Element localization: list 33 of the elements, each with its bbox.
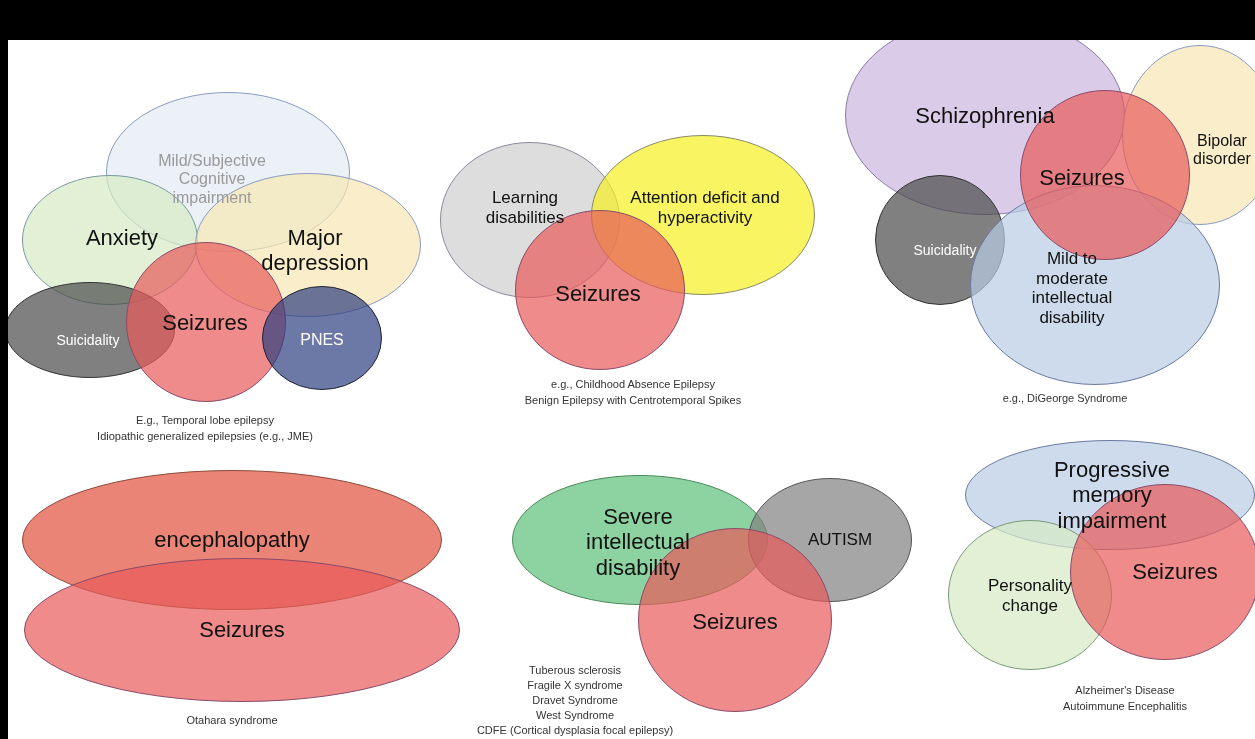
- caption-text: West Syndrome: [535, 709, 615, 721]
- set-label: Progressive memory impairment: [1052, 457, 1172, 533]
- set-label: Seizures: [161, 310, 249, 336]
- set-label: Seizures: [1131, 559, 1219, 585]
- caption-text: e.g., Childhood Absence Epilepsy: [551, 378, 715, 390]
- set-label: Seizures: [554, 281, 642, 307]
- set-label: Seizures: [1038, 165, 1126, 191]
- set-label: Suicidality: [912, 241, 978, 259]
- caption-text: Alzheimer's Disease: [1075, 684, 1175, 696]
- set-label: Seizures: [691, 609, 779, 635]
- caption-text: Tuberous sclerosis: [529, 664, 621, 676]
- caption-text: Otahara syndrome: [186, 714, 278, 726]
- set-label: Attention deficit and hyperactivity: [630, 188, 780, 228]
- caption-text: Idiopathic generalized epilepsies (e.g., JME): [97, 430, 313, 442]
- set-label: Major depression: [260, 224, 370, 276]
- set-label: Schizophrenia: [914, 103, 1056, 129]
- set-label: Seizures: [198, 617, 286, 643]
- caption-text: Fragile X syndrome: [527, 679, 623, 691]
- set-label: Suicidality: [55, 331, 121, 349]
- set-label: PNES: [299, 330, 345, 350]
- caption-text: E.g., Temporal lobe epilepsy: [136, 414, 274, 426]
- set-label: encephalopathy: [153, 527, 311, 553]
- set-label: Mild to moderate intellectual disability: [1030, 248, 1114, 328]
- caption-text: Autoimmune Encephalitis: [1062, 700, 1188, 712]
- caption-text: Dravet Syndrome: [532, 694, 618, 706]
- set-label: Bipolar disorder: [1192, 131, 1252, 169]
- set-label: Anxiety: [84, 225, 160, 251]
- caption-text: CDFE (Cortical dysplasia focal epilepsy): [476, 724, 674, 736]
- set-label: Severe intellectual disability: [585, 504, 691, 580]
- set-label: Personality change: [986, 576, 1074, 616]
- caption-text: Benign Epilepsy with Centrotemporal Spikes: [524, 394, 742, 406]
- set-label: AUTISM: [806, 530, 874, 550]
- set-label: Learning disabilities: [484, 188, 566, 228]
